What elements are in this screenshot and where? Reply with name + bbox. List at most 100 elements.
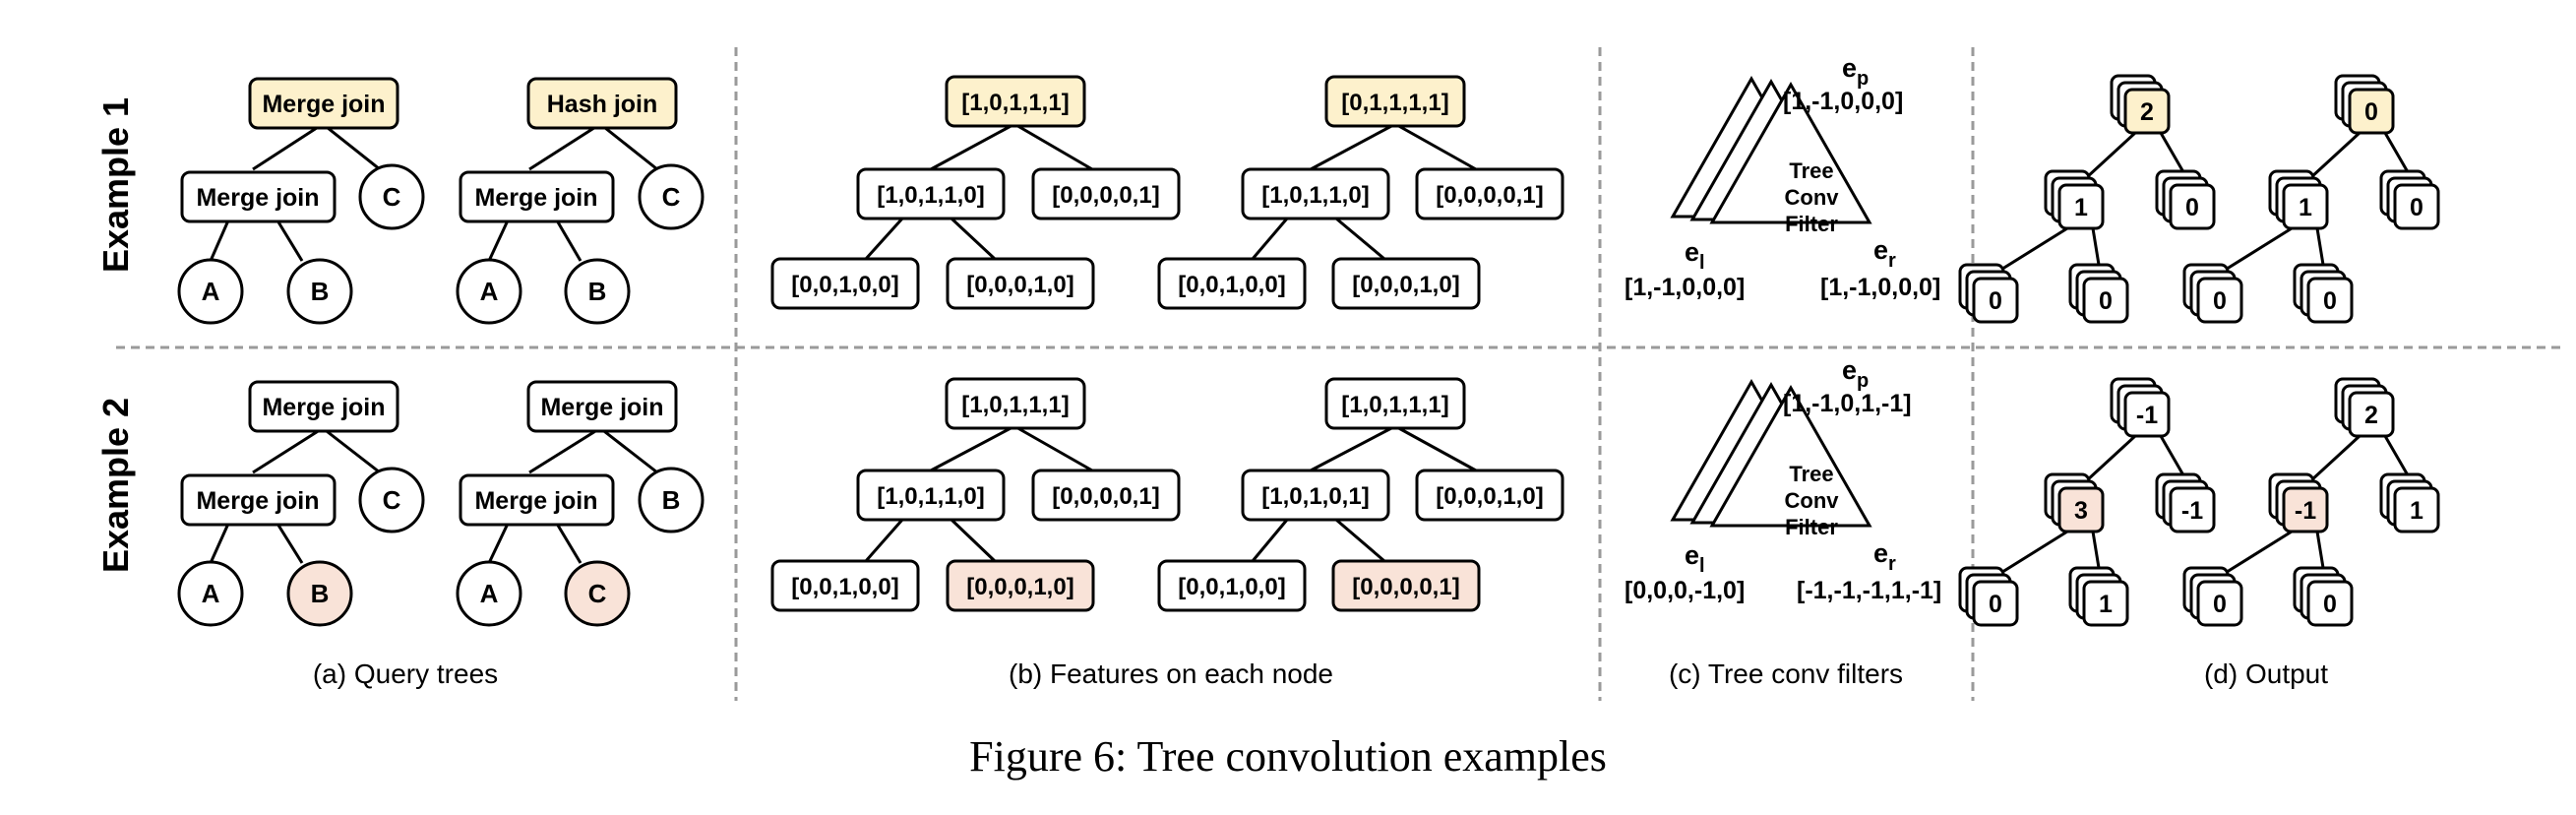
feature-vector: [1,0,1,1,0] [1261, 182, 1369, 209]
output-value: 0 [2099, 287, 2113, 315]
filter-label: Tree [1789, 158, 1833, 183]
feature-node [1157, 559, 1307, 612]
table-node-label: A [480, 277, 499, 306]
output-node-layer [2082, 580, 2129, 627]
feature-node [770, 559, 920, 612]
table-node [358, 163, 425, 230]
output-value: -1 [2136, 402, 2158, 429]
feature-node [856, 469, 1006, 522]
table-node-highlighted [286, 560, 353, 627]
output-value: 0 [2213, 287, 2227, 315]
table-node-label: A [202, 277, 220, 306]
output-node-layer [1972, 277, 2019, 324]
join-node-label: Merge join [540, 394, 663, 421]
table-node-label: B [311, 277, 330, 306]
table-node [638, 467, 705, 533]
feature-node [1157, 257, 1307, 310]
table-node [638, 163, 705, 230]
feature-vector: [0,0,1,0,0] [1178, 272, 1285, 298]
er-symbol: er [1873, 235, 1896, 272]
table-node-label: A [202, 579, 220, 608]
output-node: 1 [2379, 472, 2440, 533]
feature-node [1415, 167, 1564, 220]
output-value: 2 [2364, 402, 2378, 429]
feature-node-highlighted [1331, 559, 1481, 612]
table-node-label: C [662, 182, 681, 212]
output-node: 1 [2268, 169, 2329, 230]
panel-label-c: (c) Tree conv filters [1669, 658, 1903, 689]
join-node [248, 77, 399, 130]
query-tree-ex1-left: Merge join Merge join C A B [177, 77, 425, 325]
filter-label: Conv [1785, 488, 1840, 513]
feature-tree-ex2-right: [1,0,1,1,1] [1,0,1,0,1] [0,0,0,1,0] [0,0… [1157, 377, 1564, 612]
query-tree-ex2-right: Merge join Merge join B A C [456, 380, 705, 627]
feature-vector: [0,0,1,0,0] [1178, 574, 1285, 600]
output-value: 0 [2213, 591, 2227, 618]
panel-label-a: (a) Query trees [313, 658, 498, 689]
output-node: -1 [2110, 377, 2171, 438]
feature-node [770, 257, 920, 310]
el-vector: [0,0,0,-1,0] [1625, 577, 1745, 604]
table-node-label: B [662, 485, 681, 515]
join-node-label: Hash join [547, 91, 658, 118]
feature-tree-ex2-left: [1,0,1,1,1] [1,0,1,1,0] [0,0,0,0,1] [0,0… [770, 377, 1181, 612]
output-node: -1 [2155, 472, 2216, 533]
row-label-example-1: Example 1 [95, 97, 136, 273]
table-node-label: B [588, 277, 607, 306]
ep-vector: [1,-1,0,1,-1] [1783, 390, 1912, 417]
output-node: 1 [2044, 169, 2105, 230]
output-value: 1 [2074, 194, 2088, 221]
feature-vector: [1,0,1,1,1] [961, 90, 1069, 116]
output-node-layer [2306, 277, 2354, 324]
feature-vector: [1,0,1,1,1] [1341, 392, 1448, 418]
output-value: 0 [2323, 591, 2337, 618]
feature-vector: [0,0,0,0,1] [1052, 483, 1159, 510]
output-node: 0 [2155, 169, 2216, 230]
feature-vector: [1,0,1,1,0] [877, 182, 984, 209]
output-node-layer [2348, 391, 2395, 438]
output-node-layer [2393, 183, 2440, 230]
er-vector: [-1,-1,-1,1,-1] [1797, 577, 1941, 604]
output-node-layer [2393, 486, 2440, 533]
output-value: 0 [2323, 287, 2337, 315]
feature-vector: [0,0,0,1,0] [1436, 483, 1543, 510]
feature-node [1241, 469, 1390, 522]
query-tree-ex2-left: Merge join Merge join C A B [177, 380, 425, 627]
conv-filter-ex1: Tree Conv Filter ep [1,-1,0,0,0] el [1,-… [1625, 53, 1940, 301]
ep-symbol: ep [1842, 53, 1869, 90]
table-node [456, 258, 522, 325]
feature-tree-ex1-right: [0,1,1,1,1] [1,0,1,1,0] [0,0,0,0,1] [0,0… [1157, 75, 1564, 310]
output-node: 0 [2379, 169, 2440, 230]
feature-vector: [0,0,0,0,1] [1352, 574, 1459, 600]
join-node-label: Merge join [474, 184, 597, 212]
query-tree-ex1-right: Hash join Merge join C A B [456, 77, 705, 325]
table-node-label: C [383, 182, 401, 212]
join-node-label: Merge join [262, 394, 385, 421]
output-value: 0 [1989, 287, 2002, 315]
table-node [177, 560, 244, 627]
table-node [286, 258, 353, 325]
join-node [459, 473, 615, 527]
el-symbol: el [1685, 540, 1705, 577]
er-vector: [1,-1,0,0,0] [1820, 274, 1940, 301]
feature-vector: [0,0,0,1,0] [1352, 272, 1459, 298]
table-node [564, 258, 631, 325]
filter-triangle-front [1709, 81, 1872, 224]
output-node: 0 [1958, 566, 2019, 627]
output-value: 1 [2099, 591, 2113, 618]
ep-vector: [1,-1,0,0,0] [1783, 88, 1903, 115]
output-node: 0 [1958, 263, 2019, 324]
feature-vector: [0,0,0,1,0] [966, 272, 1073, 298]
output-value: 1 [2299, 194, 2312, 221]
feature-tree-ex1-left: [1,0,1,1,1] [1,0,1,1,0] [0,0,0,0,1] [0,0… [770, 75, 1181, 310]
output-node-layer [2123, 391, 2171, 438]
output-value: 0 [1989, 591, 2002, 618]
el-symbol: el [1685, 237, 1705, 274]
feature-node [945, 75, 1086, 128]
feature-node-highlighted [946, 559, 1095, 612]
output-node: 2 [2334, 377, 2395, 438]
